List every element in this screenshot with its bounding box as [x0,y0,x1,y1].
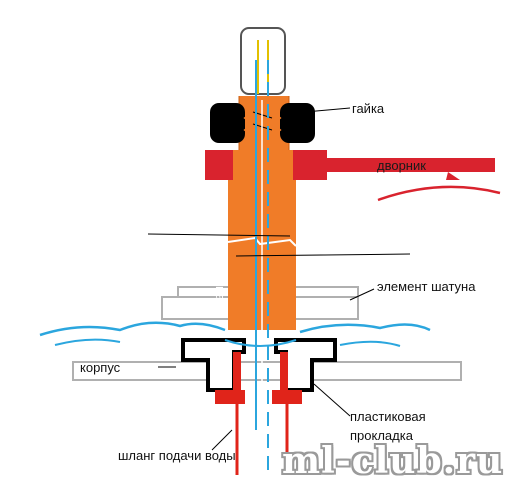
label-wiper: дворник [377,158,426,173]
shaft-cap [240,27,286,95]
watermark: ml-club.ru [282,440,504,482]
label-gasket: пластиковая прокладка [350,409,426,443]
leader-lines [147,107,411,451]
hose-fitting [215,352,302,404]
label-hose: шланг подачи воды [118,448,236,463]
water-splash [39,321,431,347]
label-body: корпус [80,360,121,375]
water-channel [255,60,269,470]
label-nut: гайка [352,101,385,116]
label-rod-element: элемент шатуна [377,279,476,294]
water-hose [235,404,289,475]
label-shaft: вал [213,286,228,311]
